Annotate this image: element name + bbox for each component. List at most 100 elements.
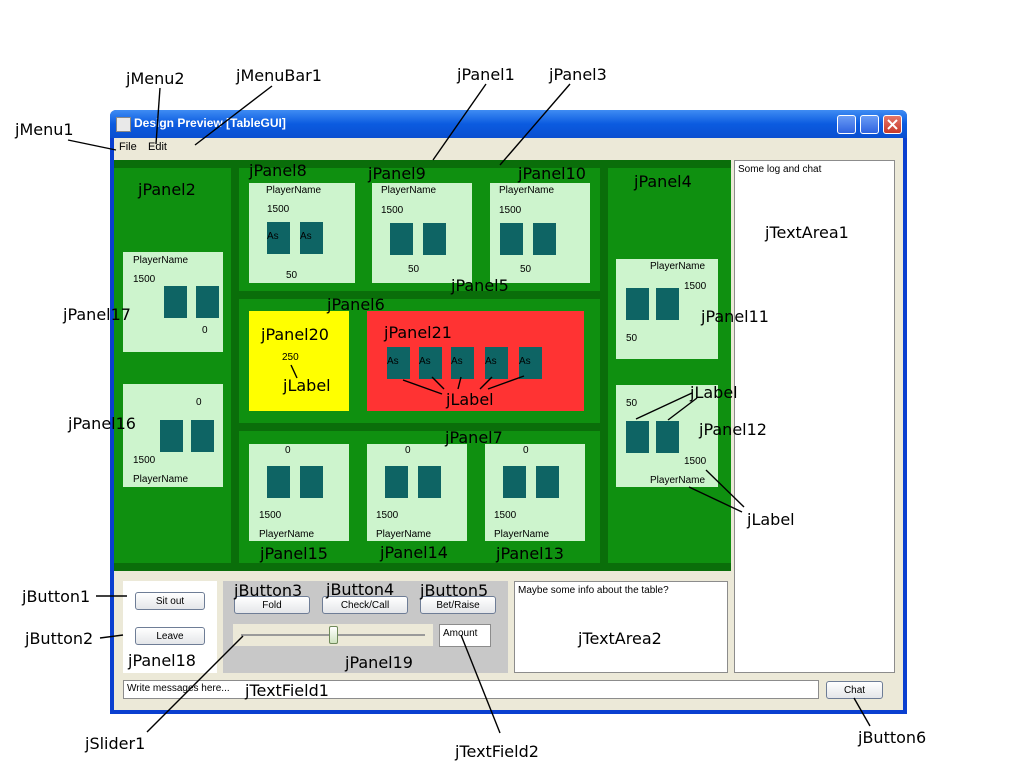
player-chips: 1500 <box>684 281 707 292</box>
hole-card <box>191 420 214 452</box>
player-bet: 50 <box>408 264 420 275</box>
player-name: PlayerName <box>133 255 189 266</box>
hole-card <box>300 466 323 498</box>
hole-card: As <box>300 222 323 254</box>
fold-button[interactable]: Fold <box>234 596 310 614</box>
annotation-jpanel6: jPanel6 <box>327 295 385 314</box>
annotation-jpanel3: jPanel3 <box>549 65 607 84</box>
hole-card <box>536 466 559 498</box>
player-bet: 50 <box>520 264 532 275</box>
player-name: PlayerName <box>133 474 189 485</box>
player-bet: 0 <box>285 445 291 456</box>
message-field[interactable]: Write messages here... <box>123 680 819 699</box>
annotation-jtextfield1: jTextField1 <box>245 681 329 700</box>
table-panel: PlayerName 1500 0 0 1500 PlayerName Play… <box>114 160 731 571</box>
minimize-icon[interactable] <box>837 115 856 134</box>
annotation-jpanel20: jPanel20 <box>261 325 329 344</box>
amount-field[interactable]: Amount <box>439 624 491 647</box>
log-text-area[interactable]: Some log and chat <box>734 160 895 673</box>
hole-card <box>503 466 526 498</box>
player-bet: 0 <box>405 445 411 456</box>
player-chips: 1500 <box>499 205 522 216</box>
action-panel: Fold Check/Call Bet/Raise Amount <box>223 581 508 673</box>
annotation-jlabel-name: jLabel <box>747 510 795 529</box>
player-chips: 1500 <box>267 204 290 215</box>
menu-file[interactable]: File <box>119 141 137 153</box>
player-bet: 50 <box>286 270 298 281</box>
annotation-jtextfield2: jTextField2 <box>455 742 539 761</box>
hole-card <box>423 223 446 255</box>
annotation-jslider1: jSlider1 <box>85 734 146 753</box>
player-panel-17: PlayerName 1500 0 <box>123 252 223 352</box>
annotation-jpanel7: jPanel7 <box>445 428 503 447</box>
hole-card <box>626 288 649 320</box>
player-name: PlayerName <box>381 185 437 196</box>
window-title: Design Preview [TableGUI] <box>134 116 286 130</box>
bet-raise-button[interactable]: Bet/Raise <box>420 596 496 614</box>
hole-card: As <box>267 222 290 254</box>
player-bet: 50 <box>626 398 638 409</box>
hole-card <box>390 223 413 255</box>
player-panel-15: 0 1500 PlayerName <box>249 444 349 541</box>
annotation-jbutton2: jButton2 <box>25 629 94 648</box>
hole-card <box>626 421 649 453</box>
hole-card <box>160 420 183 452</box>
hole-card <box>656 421 679 453</box>
board-card: As <box>451 347 474 379</box>
player-chips: 1500 <box>133 274 156 285</box>
player-name: PlayerName <box>266 185 322 196</box>
annotation-jpanel15: jPanel15 <box>260 544 328 563</box>
hole-card <box>533 223 556 255</box>
board-card: As <box>387 347 410 379</box>
bet-slider[interactable] <box>233 624 433 646</box>
player-name: PlayerName <box>650 261 706 272</box>
maximize-icon[interactable] <box>860 115 879 134</box>
annotation-jpanel12: jPanel12 <box>699 420 767 439</box>
table-info-text-area[interactable]: Maybe some info about the table? <box>514 581 728 673</box>
leave-button[interactable]: Leave <box>135 627 205 645</box>
hole-card <box>656 288 679 320</box>
player-bet: 50 <box>626 333 638 344</box>
menu-edit[interactable]: Edit <box>148 141 167 153</box>
player-panel-9: PlayerName 1500 50 <box>372 183 472 283</box>
annotation-jpanel1: jPanel1 <box>457 65 515 84</box>
player-panel-11: PlayerName 1500 50 <box>616 259 718 359</box>
player-chips: 1500 <box>259 510 282 521</box>
player-bet: 0 <box>196 397 202 408</box>
player-name: PlayerName <box>494 529 550 540</box>
hole-card <box>164 286 187 318</box>
player-name: PlayerName <box>259 529 315 540</box>
title-bar[interactable]: Design Preview [TableGUI] <box>110 110 907 138</box>
slider-thumb[interactable] <box>328 626 338 644</box>
pot-panel-20: 250 <box>249 311 349 411</box>
player-chips: 1500 <box>133 455 156 466</box>
chat-button[interactable]: Chat <box>826 681 883 699</box>
sit-out-button[interactable]: Sit out <box>135 592 205 610</box>
annotation-jbutton6: jButton6 <box>858 728 927 747</box>
annotation-jpanel17: jPanel17 <box>63 305 131 324</box>
annotation-jpanel9: jPanel9 <box>368 164 426 183</box>
player-name: PlayerName <box>499 185 555 196</box>
player-bet: 0 <box>523 445 529 456</box>
hole-card <box>267 466 290 498</box>
close-icon[interactable] <box>883 115 902 134</box>
annotation-jlabel-board: jLabel <box>446 390 494 409</box>
player-chips: 1500 <box>381 205 404 216</box>
annotation-jpanel10: jPanel10 <box>518 164 586 183</box>
pot-value: 250 <box>282 352 299 363</box>
annotation-jpanel2: jPanel2 <box>138 180 196 199</box>
check-call-button[interactable]: Check/Call <box>322 596 408 614</box>
annotation-jbutton3: jButton3 <box>234 581 303 600</box>
annotation-jpanel5: jPanel5 <box>451 276 509 295</box>
annotation-jmenu1: jMenu1 <box>15 120 74 139</box>
annotation-jmenubar1: jMenuBar1 <box>236 66 322 85</box>
board-card: As <box>519 347 542 379</box>
annotation-jlabel-pot: jLabel <box>283 376 331 395</box>
player-chips: 1500 <box>684 456 707 467</box>
application-window: Design Preview [TableGUI] File Edit Play… <box>110 110 907 714</box>
player-panel-13: 0 1500 PlayerName <box>485 444 585 541</box>
player-panel-8: PlayerName 1500 As As 50 <box>249 183 355 283</box>
annotation-jmenu2: jMenu2 <box>126 69 185 88</box>
hole-card <box>418 466 441 498</box>
annotation-jpanel13: jPanel13 <box>496 544 564 563</box>
